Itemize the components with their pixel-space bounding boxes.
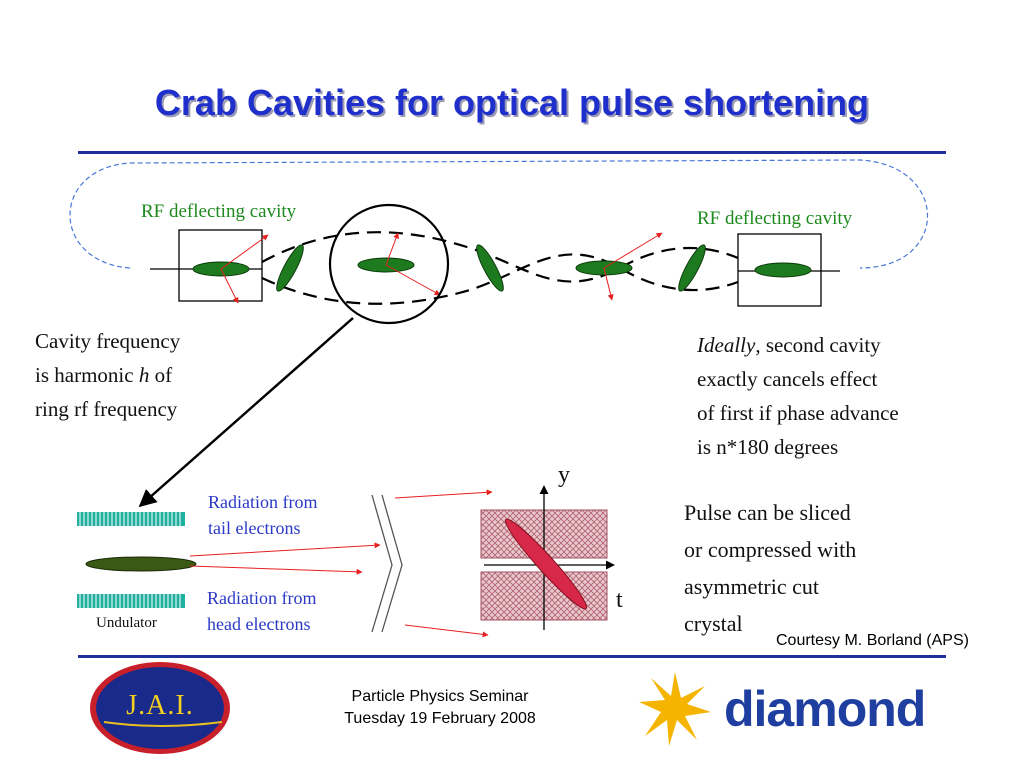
tilted-bunch-undulator <box>85 556 197 572</box>
bunch-4 <box>476 244 504 292</box>
ideally-text: Ideally, second cavity exactly cancels e… <box>697 333 899 459</box>
diamond-star-icon <box>639 672 711 746</box>
y-axis-label: y <box>558 462 570 488</box>
kick-arrows <box>220 232 663 304</box>
courtesy-note: Courtesy M. Borland (APS) <box>776 632 969 649</box>
diamond-logo-text: diamond <box>724 681 926 737</box>
bunch-6 <box>678 244 706 292</box>
storage-ring-outline <box>69 159 928 269</box>
zoom-circle <box>328 203 450 325</box>
top-divider <box>78 151 946 154</box>
undulator-label: Undulator <box>96 615 157 631</box>
mirror-chevron-2 <box>381 494 403 633</box>
bunch-7 <box>754 262 812 278</box>
left-cavity-box <box>178 229 263 302</box>
right-cavity-box <box>737 233 822 307</box>
mirror-chevron-1 <box>371 494 393 633</box>
bottom-divider <box>78 655 946 658</box>
radiation-head-label: Radiation from head electrons <box>207 588 317 634</box>
beam-envelope-lower <box>261 253 739 305</box>
cavity-frequency-text: Cavity frequency is harmonic h of ring r… <box>35 329 181 421</box>
beam-envelope-upper <box>261 231 739 283</box>
undulator-magnets-bottom <box>77 594 185 608</box>
cavity-label-right: RF deflecting cavity <box>697 208 853 229</box>
jai-logo-swoosh <box>103 721 223 727</box>
jai-logo-inner <box>96 667 224 749</box>
bunch-2 <box>276 244 304 292</box>
jai-logo-text: J.A.I. <box>126 690 194 721</box>
zoom-arrow <box>138 317 354 508</box>
radiation-tail-label: Radiation from tail electrons <box>208 492 318 538</box>
tilted-pulse <box>504 518 588 610</box>
pulse-text: Pulse can be sliced or compressed with a… <box>684 500 857 636</box>
t-axis-label: t <box>616 587 623 613</box>
footer-text: Particle Physics Seminar Tuesday 19 Febr… <box>344 688 536 727</box>
cavity-label-left: RF deflecting cavity <box>141 201 297 222</box>
radiation-arrows <box>189 489 493 638</box>
undulator-magnets-top <box>77 512 185 526</box>
slide-title: Crab Cavities for optical pulse shorteni… <box>154 82 870 123</box>
